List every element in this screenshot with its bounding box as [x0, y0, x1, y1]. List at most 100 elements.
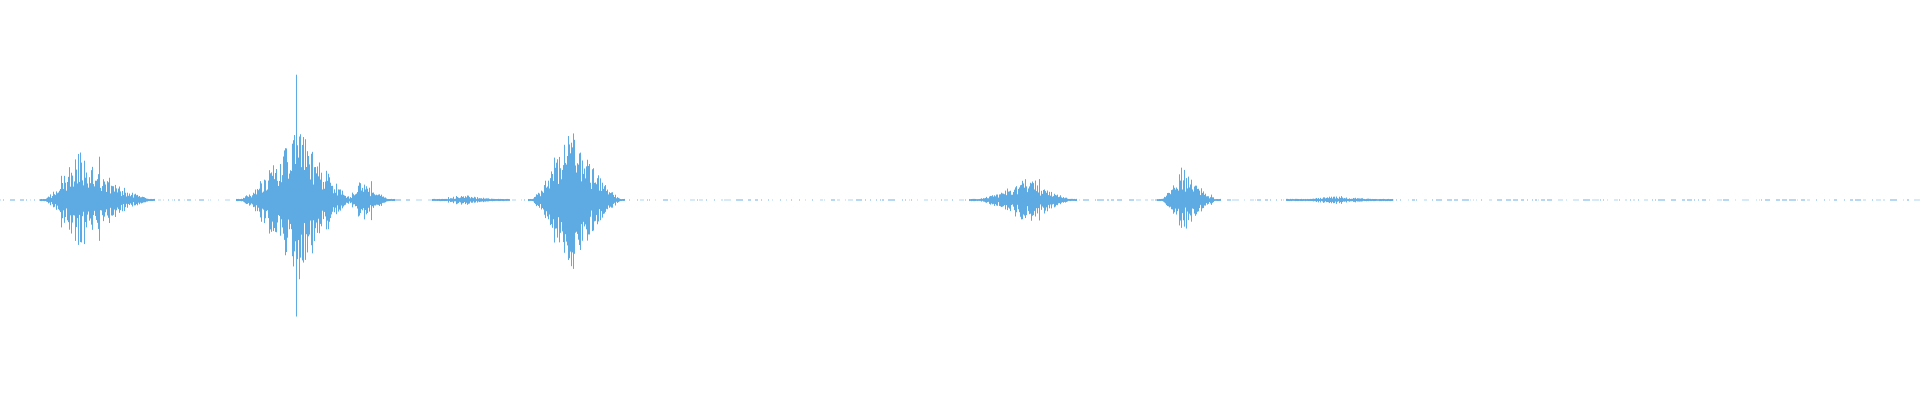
- waveform-sample: [1333, 196, 1334, 204]
- waveform-sample: [1345, 198, 1346, 202]
- baseline-tick: [1136, 199, 1141, 201]
- baseline-tick: [1538, 199, 1539, 201]
- waveform-sample: [979, 198, 980, 201]
- waveform-sample: [280, 164, 281, 236]
- waveform-sample: [48, 196, 49, 204]
- waveform-sample: [382, 196, 383, 203]
- waveform-sample: [475, 197, 476, 203]
- waveform-sample: [373, 192, 374, 208]
- waveform-sample: [1200, 195, 1201, 205]
- waveform-sample: [494, 198, 495, 202]
- baseline-tick: [1592, 199, 1599, 201]
- waveform-sample: [285, 148, 286, 256]
- waveform-sample: [565, 162, 566, 235]
- waveform-sample: [43, 198, 44, 202]
- waveform-sample: [1161, 198, 1162, 201]
- waveform-sample: [1005, 190, 1006, 210]
- waveform-sample: [1335, 198, 1336, 202]
- baseline-tick: [1400, 199, 1401, 201]
- waveform-sample: [271, 172, 272, 232]
- waveform-sample: [578, 164, 579, 240]
- waveform-sample: [376, 194, 377, 205]
- baseline-tick: [768, 199, 769, 201]
- waveform-sample: [503, 199, 504, 202]
- baseline-tick: [1111, 199, 1114, 201]
- baseline-tick: [1776, 199, 1780, 201]
- waveform-sample: [277, 180, 278, 223]
- waveform-sample: [607, 189, 608, 210]
- waveform-sample: [1015, 187, 1016, 217]
- waveform-sample: [604, 186, 605, 214]
- waveform-sample: [333, 193, 334, 208]
- waveform-sample: [506, 198, 507, 201]
- waveform-sample: [1215, 199, 1216, 201]
- baseline-tick: [1883, 199, 1885, 201]
- baseline-tick: [799, 199, 800, 201]
- waveform-sample: [316, 173, 317, 223]
- waveform-sample: [1303, 198, 1304, 201]
- waveform-sample: [601, 190, 602, 212]
- waveform-sample: [1045, 191, 1046, 211]
- waveform-sample: [390, 198, 391, 201]
- waveform-sample: [600, 178, 601, 221]
- waveform-sample: [258, 190, 259, 208]
- waveform-sample: [1383, 198, 1384, 202]
- waveform-sample: [80, 152, 81, 243]
- waveform-sample: [561, 179, 562, 223]
- waveform-sample: [341, 194, 342, 206]
- waveform-sample: [340, 189, 341, 211]
- baseline-tick: [1876, 199, 1881, 201]
- waveform-sample: [135, 193, 136, 206]
- waveform-sample: [1205, 193, 1206, 206]
- waveform-sample: [358, 185, 359, 217]
- waveform-sample: [103, 179, 104, 222]
- waveform-sample: [327, 180, 328, 221]
- waveform-sample: [501, 199, 502, 201]
- waveform-sample: [1038, 192, 1039, 209]
- waveform-sample: [1377, 199, 1378, 201]
- waveform-sample: [987, 198, 988, 203]
- waveform-sample: [269, 170, 270, 234]
- baseline-tick: [184, 199, 185, 201]
- waveform-sample: [1036, 191, 1037, 209]
- waveform-sample: [566, 164, 567, 242]
- waveform-sample: [529, 199, 530, 201]
- waveform-sample: [318, 176, 319, 219]
- waveform-sample: [992, 195, 993, 205]
- waveform-sample: [1297, 198, 1298, 202]
- waveform-sample: [439, 198, 440, 202]
- waveform-sample: [1175, 189, 1176, 209]
- baseline-tick: [1687, 199, 1692, 201]
- waveform-sample: [1310, 198, 1311, 202]
- waveform-sample: [532, 199, 533, 201]
- waveform-sample: [1347, 198, 1348, 202]
- waveform-sample: [474, 196, 475, 203]
- waveform-sample: [132, 192, 133, 207]
- waveform-sample: [974, 198, 975, 202]
- waveform-sample: [614, 196, 615, 203]
- waveform-sample: [1342, 197, 1343, 203]
- waveform-sample: [243, 197, 244, 202]
- waveform-sample: [458, 197, 459, 203]
- waveform-sample: [349, 198, 350, 202]
- waveform-sample: [1030, 182, 1031, 214]
- waveform-sample: [592, 169, 593, 232]
- baseline-tick: [428, 199, 434, 201]
- waveform-sample: [123, 195, 124, 205]
- waveform-sample: [1301, 198, 1302, 202]
- waveform-sample: [150, 198, 151, 202]
- waveform-sample: [67, 181, 68, 221]
- baseline-tick: [1709, 199, 1710, 201]
- waveform-sample: [547, 186, 548, 217]
- waveform-sample: [311, 153, 312, 246]
- waveform-sample: [1360, 198, 1361, 202]
- waveform-sample: [140, 197, 141, 203]
- waveform-sample: [86, 172, 87, 228]
- waveform-sample: [83, 185, 84, 212]
- waveform-sample: [1173, 185, 1174, 214]
- waveform-sample: [464, 197, 465, 202]
- waveform-sample: [90, 183, 91, 219]
- waveform-sample: [385, 197, 386, 203]
